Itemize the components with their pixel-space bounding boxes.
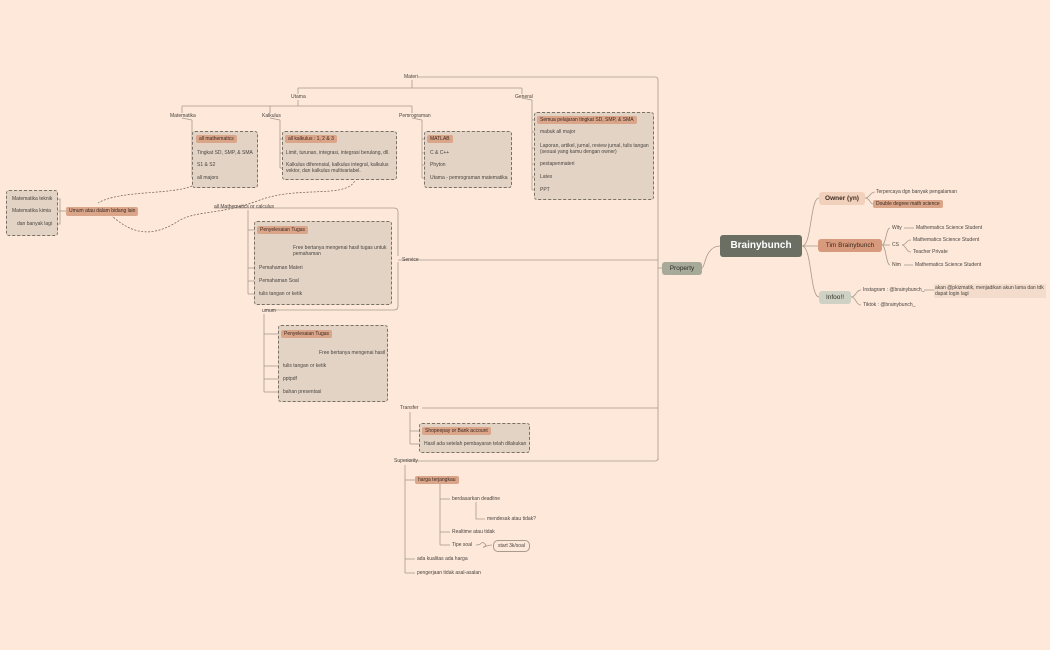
general-item: Laporan, artikel, jurnal, review jurnal,… (540, 143, 649, 155)
transfer-item: Hasil ada setelah pembayaran telah dilak… (424, 441, 527, 447)
property-node[interactable]: Property (662, 262, 702, 275)
service-umum-sub: Free bertanya mengenai hasil (319, 350, 386, 356)
matematika-item: all majors (197, 175, 219, 181)
info-item: Tiktok : @brainybunch_ (863, 302, 916, 308)
general-item: mabuk all major (540, 129, 576, 135)
kalkulus-item: Kalkulus diferensial, kalkulus integral,… (286, 162, 389, 174)
matematika-item: Tingkat SD, SMP, & SMA (197, 150, 253, 156)
matematika-item: S1 & S2 (197, 162, 216, 168)
other-fields-box (6, 190, 58, 236)
tim-member: Mathematics Science Student (915, 262, 982, 268)
pemrograman-tag: MATLAB (427, 135, 453, 143)
service-umum-item: bahan presentasi (283, 389, 322, 395)
general-box (534, 112, 654, 200)
transfer-label: Transfer (400, 405, 419, 411)
owner-item: Terpercaya dgn banyak pengalaman (876, 189, 957, 195)
tim-group-label: CS (892, 242, 899, 248)
general-item: PPT (540, 187, 550, 193)
transfer-tag: Shopeepay or Bank account (422, 427, 491, 435)
superiority-label: Superiority (394, 458, 418, 464)
tim-node[interactable]: Tim Brainybunch (818, 239, 882, 252)
tim-member: Teacher Private (913, 249, 948, 255)
pemrograman-item: C & C++ (430, 150, 450, 156)
service-umum-tag: Penyelesaian Tugas (281, 330, 333, 338)
tim-group-label: Wity (892, 225, 902, 231)
matematika-tag: all mathematics (196, 135, 237, 143)
matematika-label: Matematika (170, 113, 196, 119)
pemrograman-label: Pemrograman (399, 113, 431, 119)
superiority-item: Tipe soal (452, 542, 473, 548)
service-umum-label: umum (262, 308, 276, 314)
service-label: Service (402, 257, 419, 263)
info-node[interactable]: Infoo!! (819, 291, 851, 304)
root-node[interactable]: Brainybunch (720, 235, 802, 257)
kalkulus-item: Limit, turunan, integrasi, integrasi ber… (286, 150, 390, 156)
owner-item: Double degree math science (873, 200, 943, 208)
superiority-item: Realtime atau tidak (452, 529, 495, 535)
owner-node[interactable]: Owner (yn) (819, 192, 865, 205)
tim-group-label: Nim (892, 262, 901, 268)
general-item: pestapenmateri (540, 161, 575, 167)
service-calc-label: all Mathematics or calculus (214, 204, 275, 210)
kalkulus-label: Kalkulus (262, 113, 281, 119)
service-umum-item: tulis tangan or ketik (283, 363, 327, 369)
tim-member: Mathematics Science Student (916, 225, 983, 231)
info-note: akan @pkizmatik, menjadikan akun lama da… (934, 284, 1046, 298)
other-field-item: dan banyak lagi (17, 221, 53, 227)
superiority-item: pengerjaan tidak asal-asalan (417, 570, 481, 576)
pemrograman-item: Phyton (430, 162, 446, 168)
general-tag: Semua pelajaran tingkat SD, SMP, & SMA (537, 116, 637, 124)
service-umum-box (278, 325, 388, 402)
other-field-item: Matematika kimia (12, 208, 51, 214)
pemrograman-item: Utama - pemrograman matematika (430, 175, 508, 181)
service-calc-item: Pemahaman Materi (259, 265, 303, 271)
utama-label: Utama (291, 94, 306, 100)
service-umum-item: pptpdf (283, 376, 297, 382)
info-item: Instagram : @brainybunch_ (863, 287, 925, 293)
general-item: Latex (540, 174, 553, 180)
other-field-item: Matematika teknik (12, 196, 53, 202)
superiority-item: mendesak atau tidak? (487, 516, 536, 522)
superiority-item: berdasarkan deadline (452, 496, 501, 502)
service-calc-box (254, 221, 392, 305)
superiority-item: ada kualitas ada harga (417, 556, 468, 562)
general-label: General (515, 94, 533, 100)
superiority-summary: start 3k/soal (493, 540, 530, 552)
materi-label: Materi (404, 74, 418, 80)
service-calc-item: Pemahaman Soal (259, 278, 299, 284)
service-calc-item: tulis tangan or ketik (259, 291, 303, 297)
tim-member: Mathematics Science Student (913, 237, 980, 243)
service-calc-sub: Free bertanya mengenai hasil tugas untuk… (293, 245, 387, 257)
other-fields-tag: Umum atau dalam bidang lain (66, 207, 139, 216)
service-calc-tag: Penyelesaian Tugas (257, 226, 309, 234)
superiority-tag: harga terjangkau (415, 476, 459, 484)
kalkulus-tag: all kalkulus : 1, 2 & 3 (285, 135, 337, 143)
